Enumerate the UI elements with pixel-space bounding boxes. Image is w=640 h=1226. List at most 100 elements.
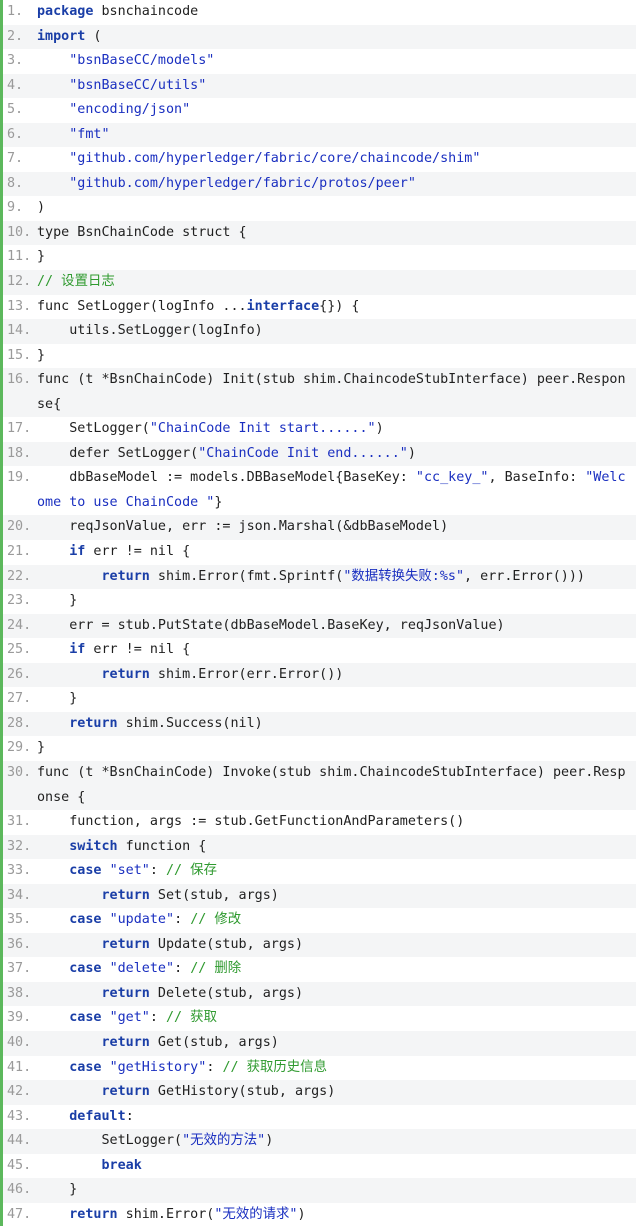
code-text (37, 912, 69, 927)
code-text (37, 716, 69, 731)
code-text: } (37, 691, 78, 707)
line-number: 16. (7, 372, 32, 388)
code-content: } (37, 245, 636, 270)
code-content: switch function { (37, 835, 636, 860)
code-line: 6. "fmt" (3, 122, 636, 148)
code-keyword: case (69, 961, 102, 977)
code-content: SetLogger("ChainCode Init start......") (37, 417, 636, 442)
line-number: 14. (7, 323, 32, 339)
code-line: 16. func (t *BsnChainCode) Init(stub shim… (3, 368, 636, 418)
code-content: break (37, 1154, 636, 1179)
code-keyword: package (37, 4, 94, 19)
code-text: : (174, 912, 191, 928)
code-text (37, 78, 69, 93)
code-string: "get" (109, 1010, 150, 1026)
line-number: 22. (7, 568, 32, 584)
code-line: 14. utils.SetLogger(logInfo) (3, 319, 636, 344)
code-keyword: case (69, 1010, 102, 1026)
line-number: 44. (7, 1133, 32, 1149)
code-content: return Set(stub, args) (37, 884, 636, 909)
line-number: 33. (7, 863, 32, 879)
code-string: "delete" (109, 961, 175, 977)
code-line: 46. } (3, 1178, 636, 1203)
code-content: // 设置日志 (37, 270, 636, 295)
code-string: "bsnBaseCC/utils" (69, 77, 207, 93)
code-text (37, 53, 69, 68)
code-text: } (37, 1182, 78, 1198)
code-text: SetLogger( (37, 1133, 183, 1149)
code-content: case "getHistory": // 获取历史信息 (37, 1056, 636, 1081)
code-text: } (37, 593, 78, 609)
code-text: err = stub.PutState(dbBaseModel.BaseKey,… (37, 617, 505, 633)
code-string: "无效的请求" (214, 1206, 298, 1222)
code-keyword: case (69, 912, 102, 928)
code-text (37, 1158, 102, 1173)
code-line: 33. case "set": // 保存 (3, 859, 636, 884)
code-text: func (t *BsnChainCode) Init(stub shim.Ch… (37, 372, 626, 412)
line-number: 4. (7, 77, 24, 93)
code-content: default: (37, 1105, 636, 1130)
code-content: return GetHistory(stub, args) (37, 1080, 636, 1105)
code-text: {}) { (319, 298, 360, 314)
code-line: 9.) (3, 196, 636, 221)
line-number: 20. (7, 519, 32, 535)
code-content: } (37, 687, 636, 712)
code-text (37, 1010, 69, 1025)
line-number: 31. (7, 814, 32, 830)
code-text (37, 961, 69, 976)
code-line: 24. err = stub.PutState(dbBaseModel.Base… (3, 613, 636, 639)
code-content: defer SetLogger("ChainCode Init end.....… (37, 442, 636, 467)
code-string: "update" (109, 912, 175, 928)
code-string: "fmt" (69, 126, 110, 142)
code-string: "cc_key_" (415, 470, 489, 486)
code-content: } (37, 736, 636, 761)
code-keyword: default (69, 1108, 126, 1124)
code-line: 11.} (3, 245, 636, 271)
code-comment: // 删除 (190, 961, 242, 977)
code-text: utils.SetLogger(logInfo) (37, 323, 263, 339)
code-text (37, 544, 69, 559)
code-content: func (t *BsnChainCode) Invoke(stub shim.… (37, 761, 636, 810)
line-number: 2. (7, 28, 24, 44)
code-line: 41. case "getHistory": // 获取历史信息 (3, 1055, 636, 1081)
code-line: 31. function, args := stub.GetFunctionAn… (3, 810, 636, 835)
code-text (37, 151, 69, 166)
code-content: err = stub.PutState(dbBaseModel.BaseKey,… (37, 614, 636, 639)
code-keyword: return (69, 1206, 118, 1222)
line-number: 10. (7, 224, 32, 240)
code-content: import ( (37, 25, 636, 50)
code-text (102, 863, 110, 878)
code-keyword: return (101, 936, 150, 952)
code-keyword: return (101, 1034, 150, 1050)
code-line: 25. if err != nil { (3, 638, 636, 663)
code-line: 23. } (3, 589, 636, 614)
code-keyword: if (69, 642, 86, 658)
code-content: return Delete(stub, args) (37, 982, 636, 1007)
code-text: function { (117, 838, 207, 854)
code-text (37, 1207, 69, 1222)
code-line: 27. } (3, 687, 636, 712)
code-text: bsnchaincode (93, 4, 199, 19)
code-line: 38. return Delete(stub, args) (3, 981, 636, 1007)
code-line: 37. case "delete": // 删除 (3, 957, 636, 982)
code-text: ) (375, 421, 384, 437)
code-line: 18. defer SetLogger("ChainCode Init end.… (3, 441, 636, 467)
code-text: Set(stub, args) (149, 887, 279, 903)
code-text (37, 1035, 102, 1050)
line-number: 45. (7, 1157, 32, 1173)
code-line: 8. "github.com/hyperledger/fabric/protos… (3, 171, 636, 197)
code-text: ( (85, 28, 102, 44)
code-comment: // 获取 (166, 1010, 217, 1026)
code-content: dbBaseModel := models.DBBaseModel{BaseKe… (37, 466, 636, 515)
code-text (37, 127, 69, 142)
code-line: 22. return shim.Error(fmt.Sprintf("数据转换失… (3, 564, 636, 590)
code-comment: // 保存 (166, 863, 217, 879)
code-content: type BsnChainCode struct { (37, 221, 636, 246)
code-text (37, 102, 69, 117)
code-content: "github.com/hyperledger/fabric/core/chai… (37, 147, 636, 172)
code-line: 3. "bsnBaseCC/models" (3, 49, 636, 74)
code-text: ) (37, 200, 46, 216)
code-text (37, 176, 69, 191)
code-text: shim.Error(fmt.Sprintf( (149, 568, 344, 584)
